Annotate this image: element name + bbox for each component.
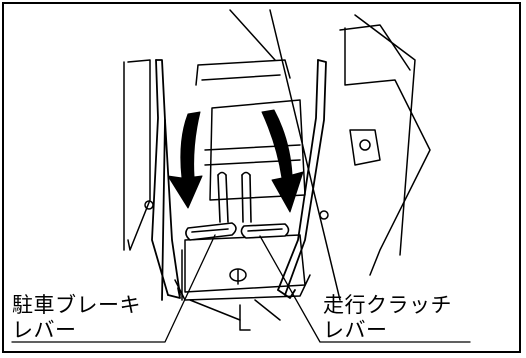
left-handle [151, 59, 181, 301]
down-arrow-icon [167, 111, 203, 209]
machine-body [123, 9, 431, 331]
travel-clutch-label-line1: 走行クラッチ [323, 293, 452, 317]
travel-clutch-lever [240, 171, 290, 239]
parking-brake-lever [185, 171, 237, 241]
right-handle [277, 59, 327, 299]
parking-brake-label-line1: 駐車ブレーキ [12, 293, 141, 317]
diagram-frame [2, 2, 521, 353]
down-arrow-icon [261, 109, 304, 213]
leader-lines [11, 234, 471, 343]
travel-clutch-label-line2: レバー [323, 318, 388, 342]
parking-brake-label-line2: レバー [12, 318, 77, 342]
